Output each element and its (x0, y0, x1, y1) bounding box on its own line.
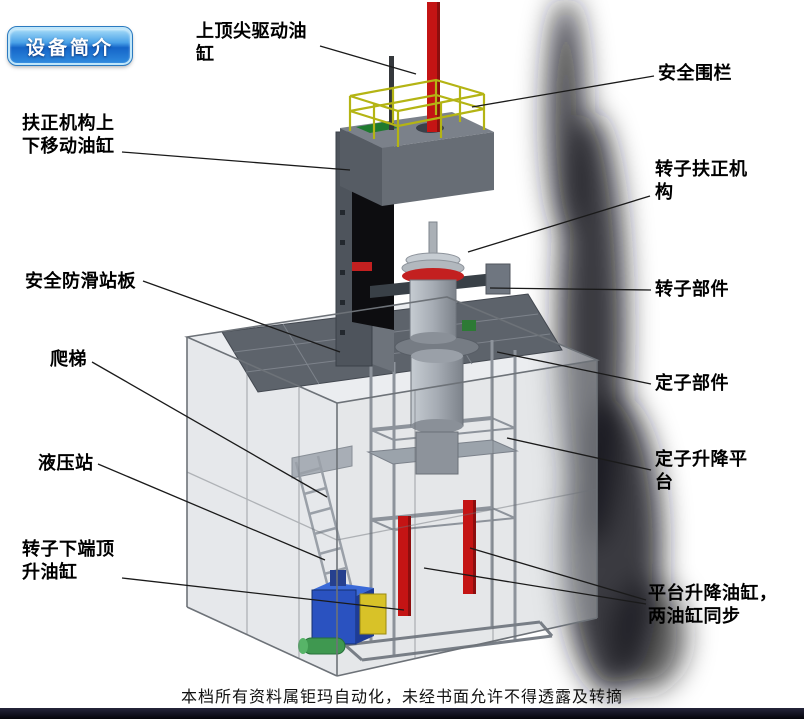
callout-platform-cylinders: 平台升降油缸，两油缸同步 (648, 583, 778, 627)
callout-stator-platform: 定子升降平台 (655, 449, 748, 493)
top-safety-railing (348, 78, 486, 147)
top-drive-cylinder-rod (389, 2, 440, 132)
callout-anti-slip-plate: 安全防滑站板 (25, 271, 136, 291)
stator-assembly (394, 320, 480, 475)
hydraulic-power-unit (298, 570, 387, 655)
callout-stator-part: 定子部件 (655, 373, 729, 393)
safety-cage-frame (184, 296, 600, 677)
callout-safety-fence: 安全围栏 (658, 63, 732, 83)
bottom-bar (0, 708, 804, 719)
head-assembly (340, 112, 494, 206)
title-badge: 设备简介 (7, 26, 133, 66)
rotor-assembly (401, 221, 511, 344)
base-frame (344, 620, 554, 662)
callout-hydraulic-station: 液压站 (38, 453, 94, 473)
callout-centering-cylinder: 扶正机构上下移动油缸 (22, 113, 115, 157)
leader-lines (91, 45, 655, 611)
callout-ladder: 爬梯 (50, 349, 87, 369)
platform-lift-cylinders (398, 500, 476, 616)
callout-rotor-jack-cylinder: 转子下端顶升油缸 (22, 539, 115, 583)
callout-top-cylinder: 上顶尖驱动油缸 (196, 21, 307, 65)
callout-rotor-part: 转子部件 (655, 279, 729, 299)
callout-rotor-centering: 转子扶正机构 (655, 159, 748, 203)
copyright-notice: 本档所有资料属钜玛自动化，未经书面允许不得透露及转摘 (180, 689, 623, 706)
